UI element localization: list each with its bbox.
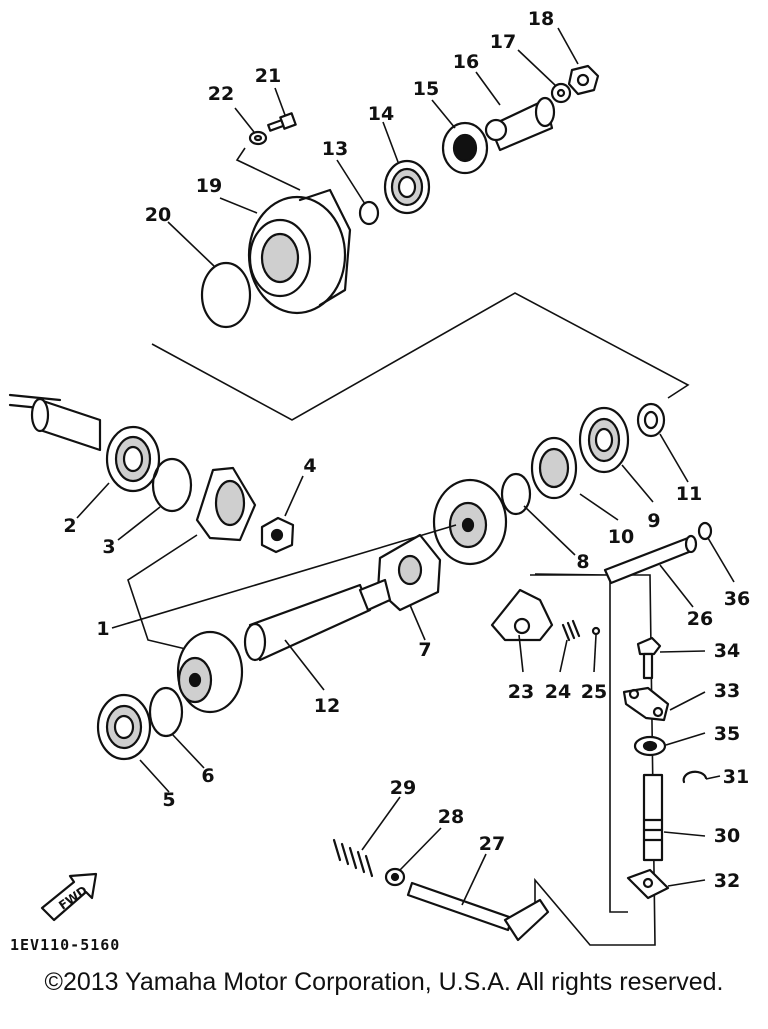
- yoke-part: [484, 96, 556, 152]
- lever-part: [626, 868, 670, 900]
- part-label-17: 17: [490, 31, 516, 53]
- circlip-part: [697, 521, 713, 541]
- part-label-14: 14: [368, 103, 394, 125]
- nut-part: [260, 516, 295, 554]
- part-label-29: 29: [390, 777, 416, 799]
- oil-seal-part: [633, 735, 667, 757]
- bolt-part: [636, 636, 662, 680]
- bearing-part: [578, 406, 630, 474]
- part-label-22: 22: [208, 83, 234, 105]
- shift-fork-part: [490, 588, 554, 642]
- part-label-30: 30: [714, 825, 740, 847]
- diagram-code: 1EV110-5160: [10, 936, 120, 954]
- spring-part: [332, 838, 374, 878]
- oil-seal-part: [441, 121, 489, 175]
- part-label-2: 2: [63, 515, 76, 537]
- bearing-housing-part: [247, 188, 352, 315]
- stopper-plate-part: [622, 686, 670, 722]
- assembly-bracket-left: [127, 534, 198, 651]
- part-label-35: 35: [714, 723, 740, 745]
- forward-arrow-icon: [40, 872, 98, 922]
- part-label-23: 23: [508, 681, 534, 703]
- part-label-34: 34: [714, 640, 740, 662]
- bolt-part: [267, 112, 297, 132]
- spring-part: [561, 619, 581, 642]
- bearing-part: [105, 425, 161, 493]
- ring-gear-part: [432, 478, 508, 566]
- part-label-21: 21: [255, 65, 281, 87]
- part-label-26: 26: [687, 608, 713, 630]
- part-label-6: 6: [201, 765, 214, 787]
- assembly-bracket-top: [151, 147, 690, 421]
- part-label-8: 8: [576, 551, 589, 573]
- shift-rod-part: [642, 773, 664, 862]
- washer-part: [550, 82, 572, 104]
- shift-shaft-part: [603, 534, 698, 585]
- bearing-part: [530, 436, 578, 500]
- part-label-11: 11: [676, 483, 702, 505]
- bearing-part: [383, 159, 431, 215]
- part-label-31: 31: [723, 766, 749, 788]
- part-label-3: 3: [102, 536, 115, 558]
- shim-part: [151, 457, 193, 513]
- part-label-27: 27: [479, 833, 505, 855]
- part-labels: 1 2 3 4 5 6 7 8 9 10 11 12 13 14 15 16 1…: [63, 8, 750, 892]
- part-label-5: 5: [162, 789, 175, 811]
- bevel-gear-part: [176, 630, 244, 714]
- part-label-32: 32: [714, 870, 740, 892]
- circlip-part: [682, 770, 708, 784]
- pinion-shaft-part: [243, 578, 392, 662]
- part-label-19: 19: [196, 175, 222, 197]
- part-label-10: 10: [608, 526, 634, 548]
- part-label-9: 9: [647, 510, 660, 532]
- part-label-13: 13: [322, 138, 348, 160]
- nut-part: [567, 64, 600, 96]
- shim-part: [148, 686, 184, 738]
- shim-part: [500, 472, 532, 516]
- part-label-4: 4: [303, 455, 316, 477]
- part-label-28: 28: [438, 806, 464, 828]
- o-ring-part: [358, 200, 380, 226]
- shift-shaft-part: [406, 881, 550, 942]
- part-label-7: 7: [418, 639, 431, 661]
- copyright-notice: ©2013 Yamaha Motor Corporation, U.S.A. A…: [44, 968, 724, 996]
- part-label-18: 18: [528, 8, 554, 30]
- part-label-16: 16: [453, 51, 479, 73]
- part-label-15: 15: [413, 78, 439, 100]
- ring-nut-part: [636, 402, 666, 438]
- ball-part: [591, 626, 601, 636]
- o-ring-part: [200, 261, 252, 329]
- bearing-part: [96, 693, 152, 761]
- washer-part: [248, 130, 268, 146]
- part-label-24: 24: [545, 681, 571, 703]
- part-label-20: 20: [145, 204, 171, 226]
- part-label-25: 25: [581, 681, 607, 703]
- bevel-gear-part: [195, 466, 257, 542]
- leader-lines: [76, 27, 735, 906]
- part-label-33: 33: [714, 680, 740, 702]
- drive-shaft-end-part: [8, 393, 102, 452]
- part-label-12: 12: [314, 695, 340, 717]
- part-label-1: 1: [96, 618, 109, 640]
- part-label-36: 36: [724, 588, 750, 610]
- washer-part: [384, 867, 406, 887]
